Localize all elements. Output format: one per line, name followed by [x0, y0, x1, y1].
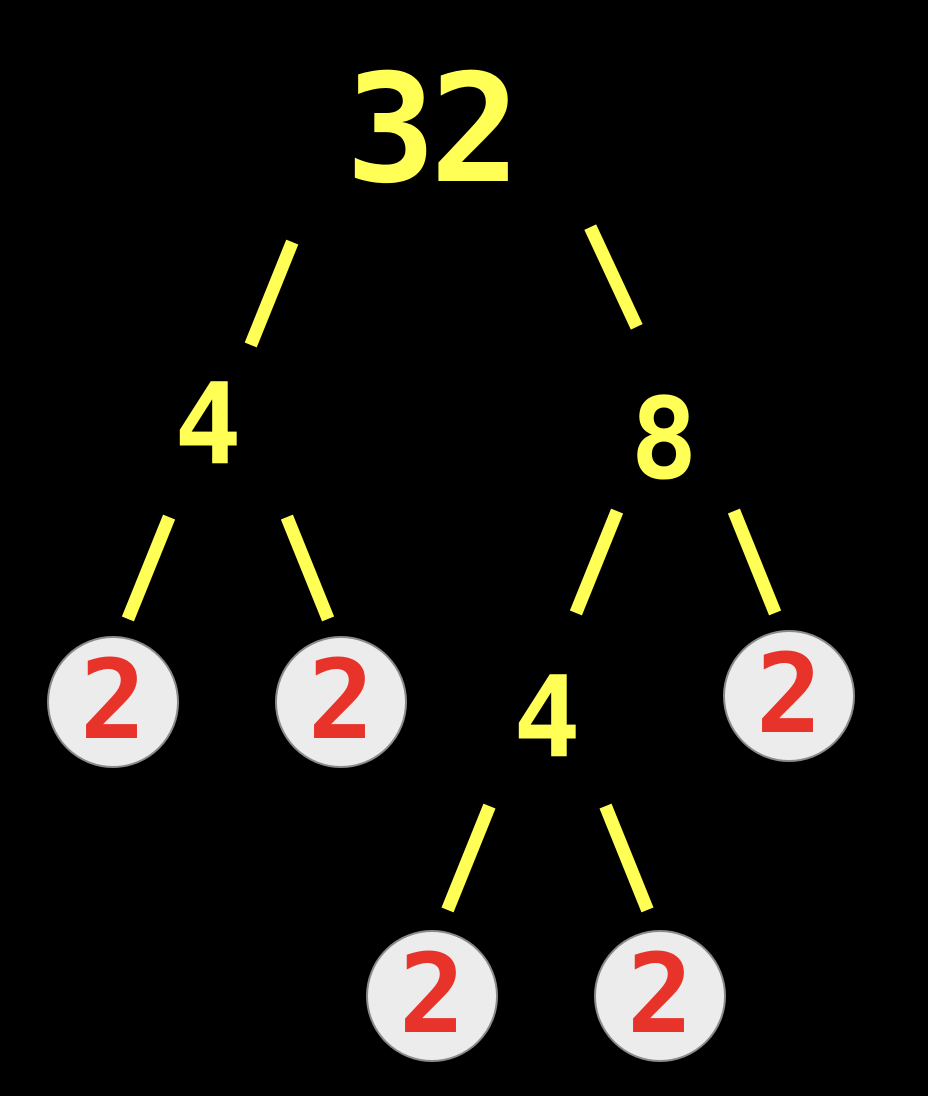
prime-leaf-1: 2	[47, 636, 179, 768]
edge-inner-to-leaf-5	[599, 803, 654, 913]
edge-inner-to-leaf-4	[441, 803, 496, 913]
prime-leaf-5: 2	[594, 930, 726, 1062]
edge-right-to-leaf-3	[727, 508, 782, 616]
edge-root-to-right	[584, 224, 643, 330]
left-factor-number: 4	[174, 360, 242, 490]
prime-leaf-4: 2	[366, 930, 498, 1062]
inner-factor-number: 4	[513, 653, 581, 783]
edge-root-to-left	[244, 239, 299, 348]
prime-leaf-2: 2	[275, 636, 407, 768]
edge-right-to-inner	[569, 508, 624, 616]
prime-leaf-label: 2	[755, 629, 823, 758]
right-factor-number: 8	[630, 375, 698, 505]
prime-leaf-label: 2	[307, 635, 375, 764]
prime-leaf-label: 2	[626, 929, 694, 1058]
prime-leaf-label: 2	[398, 929, 466, 1058]
root-number: 32	[345, 43, 521, 217]
edge-left-to-leaf-2	[280, 514, 335, 622]
edge-left-to-leaf-1	[121, 514, 176, 622]
prime-leaf-label: 2	[79, 635, 147, 764]
prime-leaf-3: 2	[723, 630, 855, 762]
